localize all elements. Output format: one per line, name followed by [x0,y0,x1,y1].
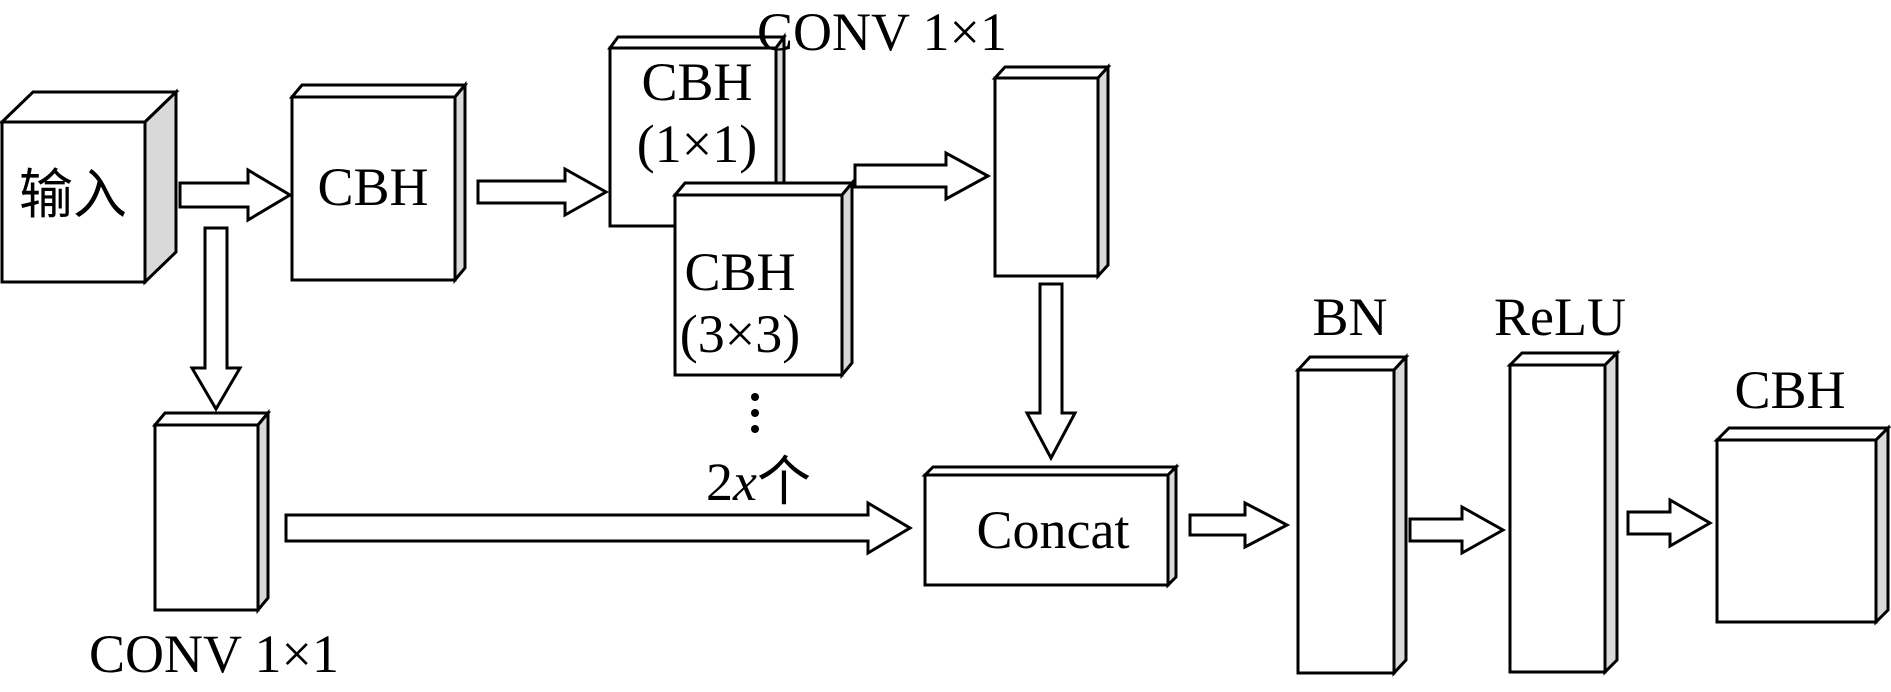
concat-block: Concat [921,463,1180,589]
cbh-1x1-label-kernel: (1×1) [637,114,757,174]
bn-label: BN [1312,287,1387,347]
bn-block: BN [1294,287,1410,677]
repeat-count-label: 2x个 [706,452,811,512]
cbh-1x1-label-name: CBH [641,52,752,112]
arrow-conv-to-concat [284,500,913,556]
arrow-conv-down-to-concat [1024,282,1078,462]
arrow-input-to-cbh [178,167,293,223]
cbh-last-label: CBH [1734,360,1845,420]
concat-label: Concat [977,500,1130,560]
cbh-block-last: CBH [1713,360,1891,626]
cbh-3x3-label-name: CBH [684,242,795,302]
cbh-3x3-block: CBH (3×3) [671,178,856,380]
conv-top-block: CONV 1×1 [757,2,1112,280]
conv-bottom-label: CONV 1×1 [89,624,339,684]
input-block: 输入 [0,88,180,286]
cbh-block-first: CBH [288,80,469,285]
arrow-cbh-to-branches [476,166,610,218]
conv-top-label: CONV 1×1 [757,2,1007,62]
repeat-indicator: 2x个 [706,393,811,512]
arrow-bn-to-relu [1408,504,1507,556]
arrow-concat-to-bn [1188,500,1291,550]
arrow-input-down-to-conv [189,226,243,412]
arrow-branches-to-conv [853,150,992,202]
input-label: 输入 [19,165,127,225]
relu-label: ReLU [1494,287,1626,347]
cbh-first-label: CBH [317,157,428,217]
arrow-relu-to-cbh [1626,497,1714,549]
cbh-3x3-label-kernel: (3×3) [680,304,800,364]
relu-block: ReLU [1494,287,1626,676]
conv-bottom-block: CONV 1×1 [89,408,339,684]
